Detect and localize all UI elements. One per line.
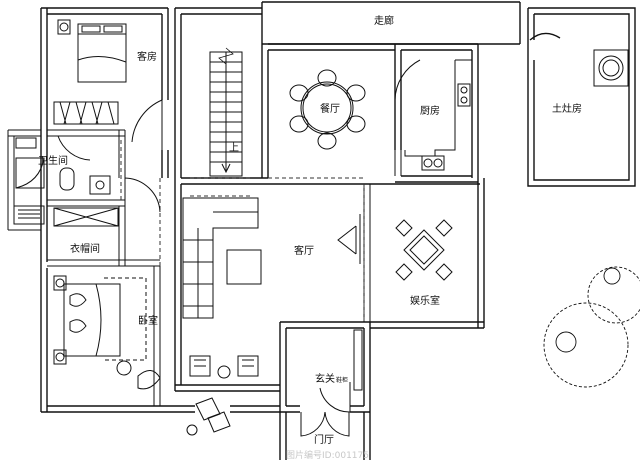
- trees: [543, 266, 640, 388]
- label-stove-room: 土灶房: [552, 102, 582, 115]
- label-bathroom: 卫生间: [38, 154, 68, 167]
- label-bedroom: 卧室: [138, 314, 158, 327]
- outdoor-chairs: [186, 397, 231, 436]
- guest-bed: [57, 19, 127, 83]
- label-entrance-hall: 门厅: [314, 433, 334, 446]
- label-shoe-cabinet: 鞋柜: [336, 376, 348, 384]
- watermark: 图片编号ID:001175: [286, 449, 369, 461]
- bedroom-bed: [53, 275, 161, 390]
- openings: [120, 140, 365, 322]
- closet-rack: [53, 207, 119, 227]
- sofa: [182, 197, 262, 319]
- exterior-walls: [40, 1, 521, 460]
- stove-cauldron: [593, 49, 629, 87]
- label-stairs-up: 上: [229, 142, 239, 154]
- shoe-cabinet: [353, 329, 363, 391]
- doors: [57, 59, 421, 437]
- armchairs: [189, 355, 259, 379]
- label-foyer: 玄关: [315, 372, 335, 385]
- tv-unit: [337, 214, 361, 264]
- label-dining-room: 餐厅: [320, 102, 340, 115]
- label-entertainment-room: 娱乐室: [410, 294, 440, 307]
- label-closet: 衣帽间: [70, 242, 100, 255]
- guest-wardrobe: [53, 101, 119, 125]
- staircase: [209, 47, 243, 177]
- stove-room-walls: [527, 7, 636, 187]
- label-kitchen: 厨房: [420, 104, 440, 117]
- kitchen-fixtures: [421, 83, 471, 171]
- label-living-room: 客厅: [294, 244, 314, 257]
- label-corridor: 走廊: [374, 14, 394, 27]
- label-guest-room: 客房: [137, 50, 157, 63]
- dining-table: [289, 69, 366, 150]
- bathroom-fixtures: [13, 137, 111, 225]
- mahjong-table: [395, 219, 453, 281]
- room-labels: 走廊 客房 餐厅 厨房 土灶房 卫生间 衣帽间 客厅 娱乐室 卧室 玄关 门厅 …: [38, 14, 582, 461]
